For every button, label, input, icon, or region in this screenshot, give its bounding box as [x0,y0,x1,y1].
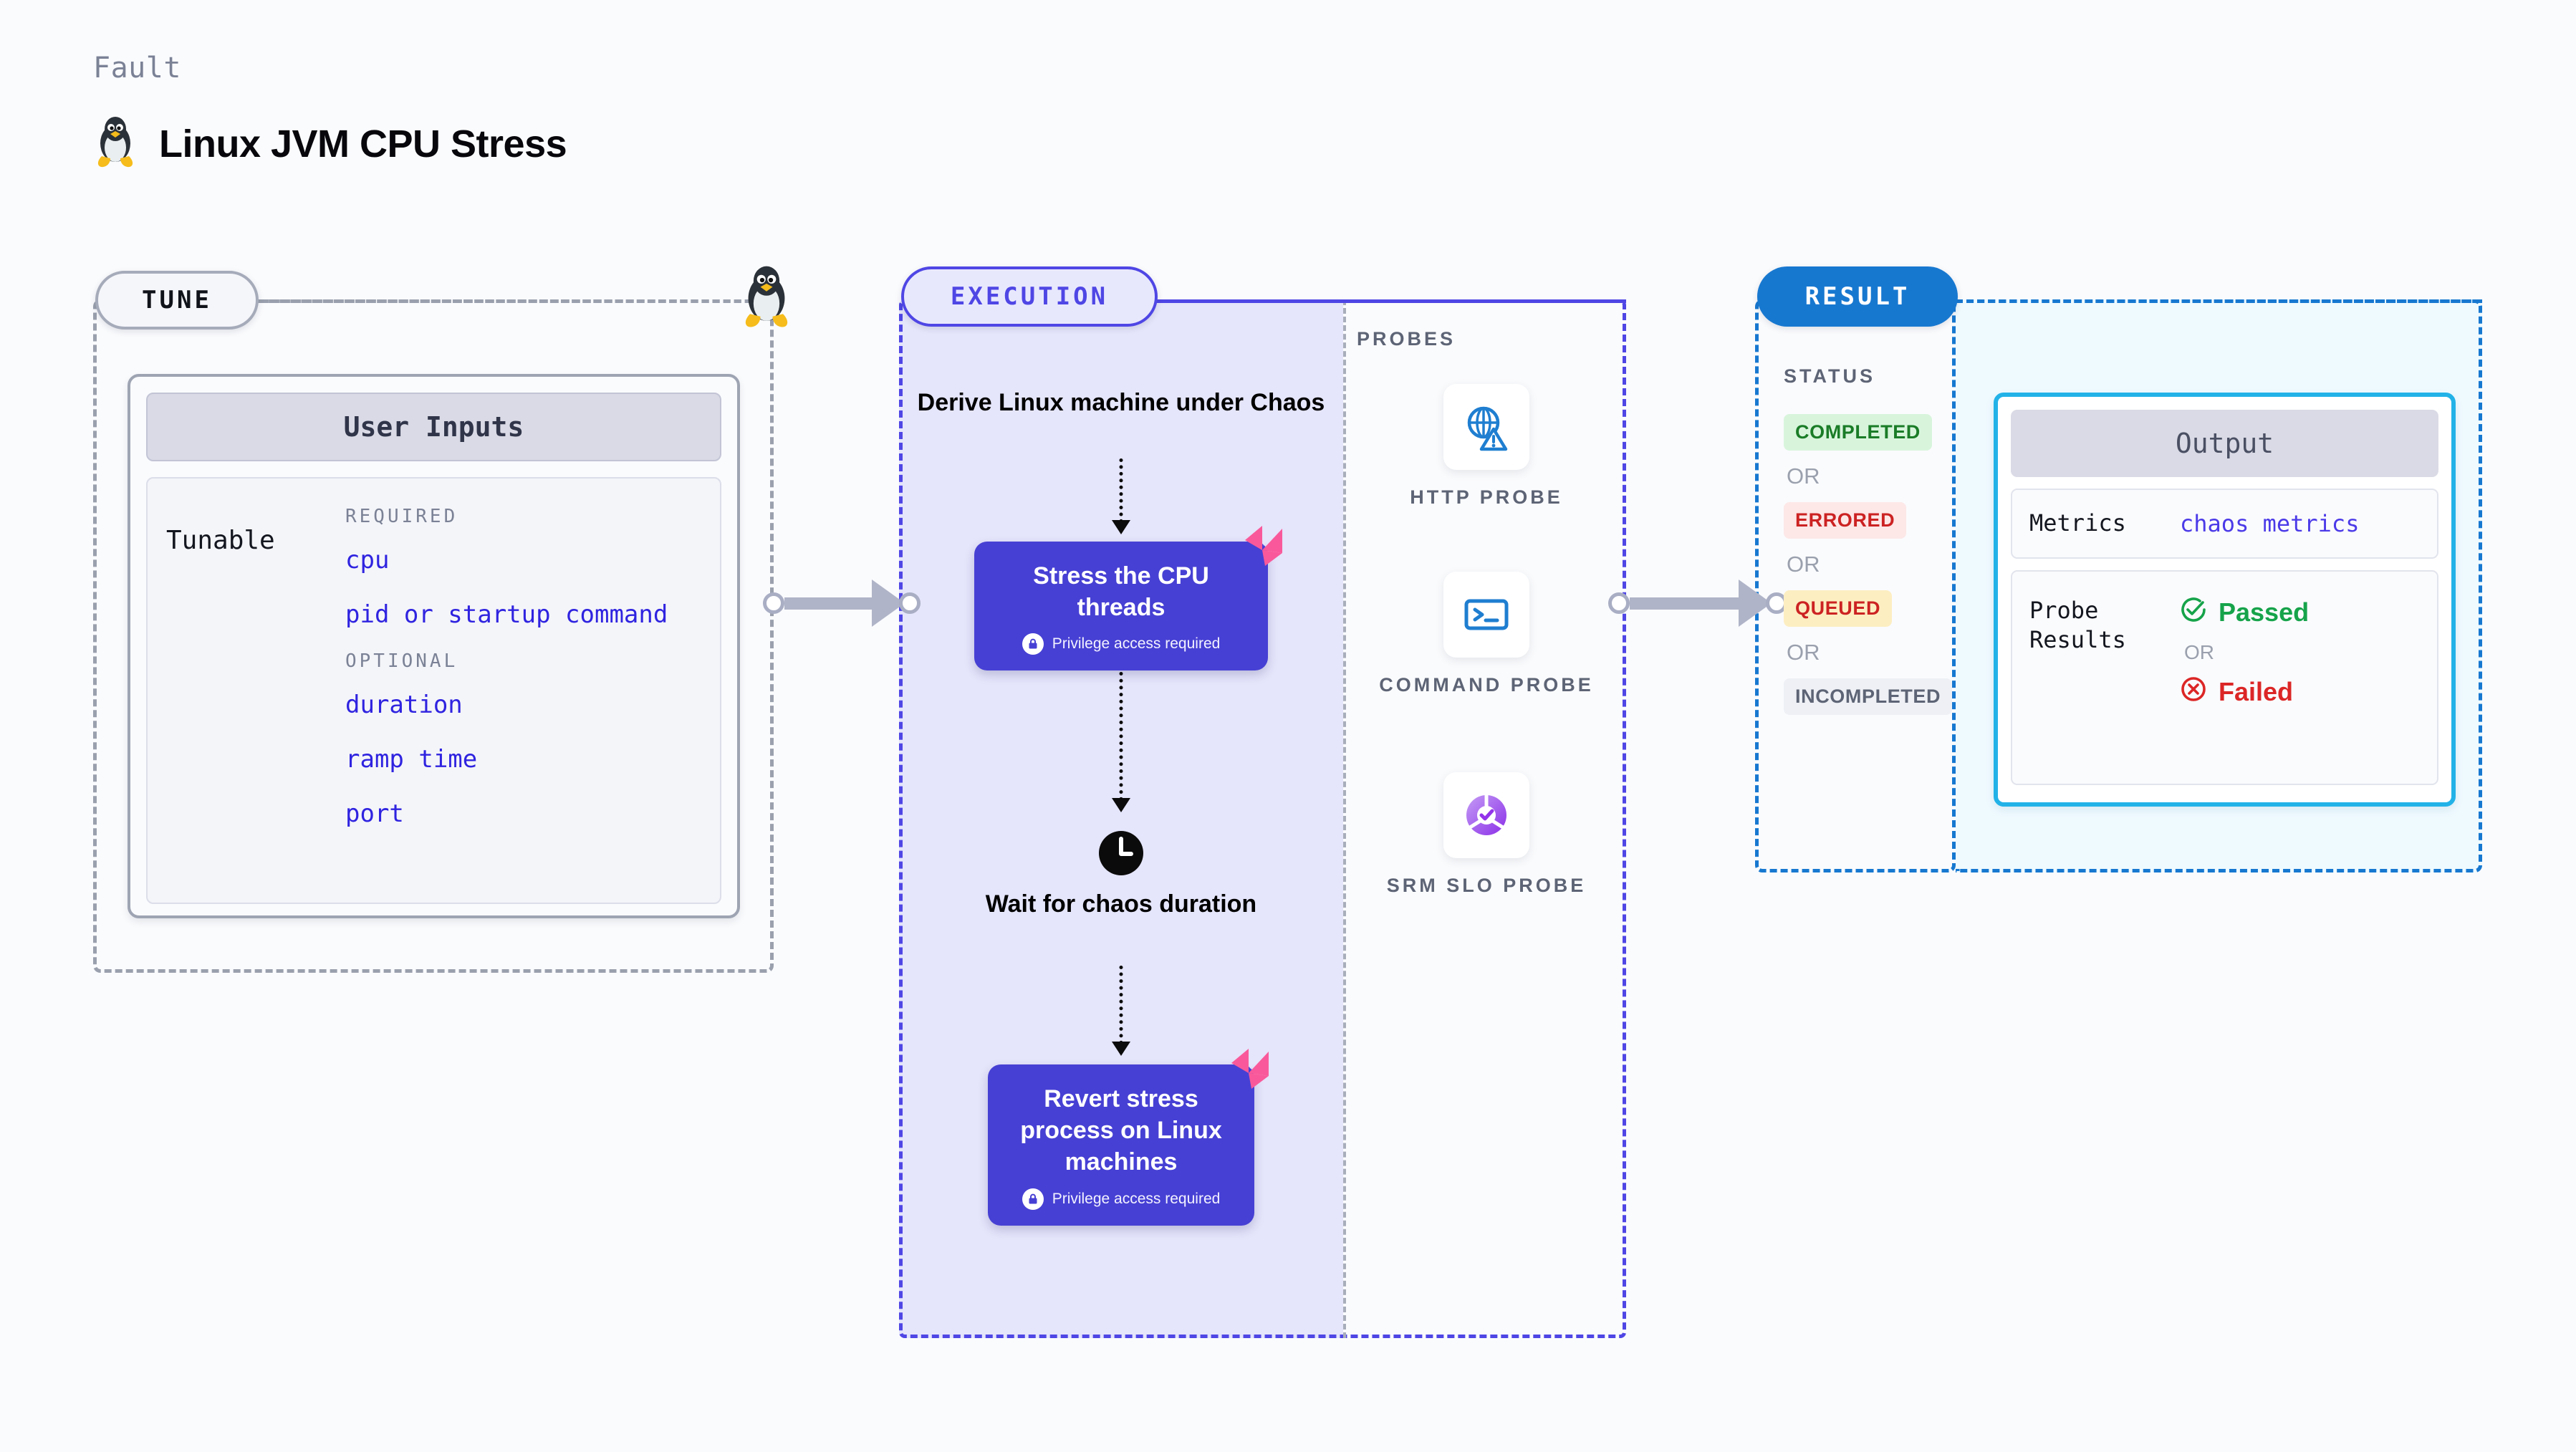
flow-node-note-text: Privilege access required [1052,1190,1221,1207]
output-probe-verdicts: Passed OR Failed [2180,596,2309,709]
flow-node-note: Privilege access required [996,633,1246,655]
status-or-1: OR [1787,463,1820,489]
check-circle-icon [2180,596,2207,630]
status-badge-errored: ERRORED [1784,502,1907,539]
execution-flow: Derive Linux machine under Chaos Stress … [899,299,1343,1338]
status-title: STATUS [1784,365,1875,387]
connector-execution-to-result [1608,580,1787,627]
tunable-body: Tunable REQUIRED cpu pid or startup comm… [146,477,721,904]
lock-icon [1022,1188,1044,1210]
param-duration[interactable]: duration [345,691,463,719]
x-circle-icon [2180,675,2207,709]
flow-arrow-2-head [1112,798,1130,812]
connector-bar [1630,597,1740,610]
page-title: Linux JVM CPU Stress [159,122,567,165]
stage-pill-result[interactable]: RESULT [1757,266,1958,327]
flow-step-derive-machine: Derive Linux machine under Chaos [917,389,1325,416]
connector-tune-to-execution [763,580,921,627]
execution-connector-line [1156,299,1626,303]
probe-srm-slo[interactable]: SRM SLO PROBE [1347,772,1626,898]
probes-column: PROBES HTTP PROBE [1347,299,1626,1338]
connector-bar [784,597,873,610]
group-label-required: REQUIRED [345,506,458,527]
page-title-row: Linux JVM CPU Stress [93,115,567,173]
output-card: Output Metrics chaos metrics Probe Resul… [1994,393,2456,807]
lock-icon [1022,633,1044,655]
flow-step-wait-duration: Wait for chaos duration [985,890,1257,918]
flow-node-stress-cpu[interactable]: Stress the CPU threads Privilege access … [974,526,1282,671]
result-connector-line [1956,299,2482,303]
probe-srm-slo-label: SRM SLO PROBE [1386,875,1587,896]
probe-http-label: HTTP PROBE [1410,486,1563,508]
verdict-failed: Failed [2180,675,2309,709]
probes-title: PROBES [1357,328,1456,350]
output-title: Output [2011,410,2438,477]
litmus-logo-icon [1241,521,1287,567]
status-or-2: OR [1787,552,1820,577]
probe-command[interactable]: COMMAND PROBE [1347,572,1626,698]
status-or-3: OR [1787,640,1820,665]
verdict-or: OR [2184,640,2214,663]
user-inputs-card: User Inputs Tunable REQUIRED cpu pid or … [128,374,740,918]
probe-command-label: COMMAND PROBE [1379,674,1594,696]
user-inputs-title: User Inputs [146,393,721,461]
slo-donut-check-icon [1443,772,1529,858]
output-metrics-key: Metrics [2029,509,2126,537]
verdict-failed-label: Failed [2219,677,2294,707]
tune-connector-line [258,299,774,303]
flow-arrow-2 [1119,672,1123,801]
verdict-passed: Passed [2180,596,2309,630]
connector-start-dot [763,592,784,614]
clock-icon [1097,830,1145,877]
group-label-optional: OPTIONAL [345,650,458,672]
result-status-column: STATUS COMPLETED OR ERRORED OR QUEUED OR… [1755,299,1956,872]
connector-start-dot [1608,592,1630,614]
page-kicker: Fault [93,52,181,85]
flow-arrow-1-head [1112,520,1130,534]
linux-tux-icon-connector [739,264,794,330]
flow-node-note-text: Privilege access required [1052,635,1221,653]
litmus-logo-icon [1227,1044,1273,1090]
stage-pill-tune[interactable]: TUNE [95,271,259,330]
probes-divider [1343,299,1346,1338]
linux-tux-icon [93,115,138,173]
flow-node-revert-stress[interactable]: Revert stress process on Linux machines … [988,1049,1269,1226]
status-badge-queued: QUEUED [1784,590,1893,627]
status-badge-completed: COMPLETED [1784,414,1932,451]
param-ramp-time[interactable]: ramp time [345,745,478,774]
connector-end-dot [899,592,921,614]
param-port[interactable]: port [345,799,404,828]
param-pid-or-startup-command[interactable]: pid or startup command [345,600,668,629]
globe-warning-icon [1443,384,1529,470]
param-cpu[interactable]: cpu [345,546,390,574]
flow-arrow-3-head [1112,1042,1130,1056]
tunable-list: REQUIRED cpu pid or startup command OPTI… [345,501,701,880]
flow-node-title: Stress the CPU threads [1033,562,1209,622]
flow-node-title: Revert stress process on Linux machines [1020,1085,1222,1176]
terminal-icon [1443,572,1529,658]
verdict-passed-label: Passed [2219,597,2310,628]
output-metrics-value[interactable]: chaos metrics [2180,509,2360,537]
tunable-label: Tunable [166,526,275,555]
output-probe-results-key: Probe Results [2029,596,2126,654]
flow-arrow-1 [1119,458,1123,523]
status-list: COMPLETED OR ERRORED OR QUEUED OR INCOMP… [1784,414,1953,715]
flow-arrow-3 [1119,966,1123,1044]
output-probe-results-row: Probe Results Passed OR [2011,569,2438,785]
probe-http[interactable]: HTTP PROBE [1347,384,1626,510]
flow-node-note: Privilege access required [1009,1188,1233,1210]
stage-pill-execution[interactable]: EXECUTION [901,266,1158,327]
output-metrics-row: Metrics chaos metrics [2011,489,2438,559]
status-badge-incompleted: INCOMPLETED [1784,678,1953,715]
